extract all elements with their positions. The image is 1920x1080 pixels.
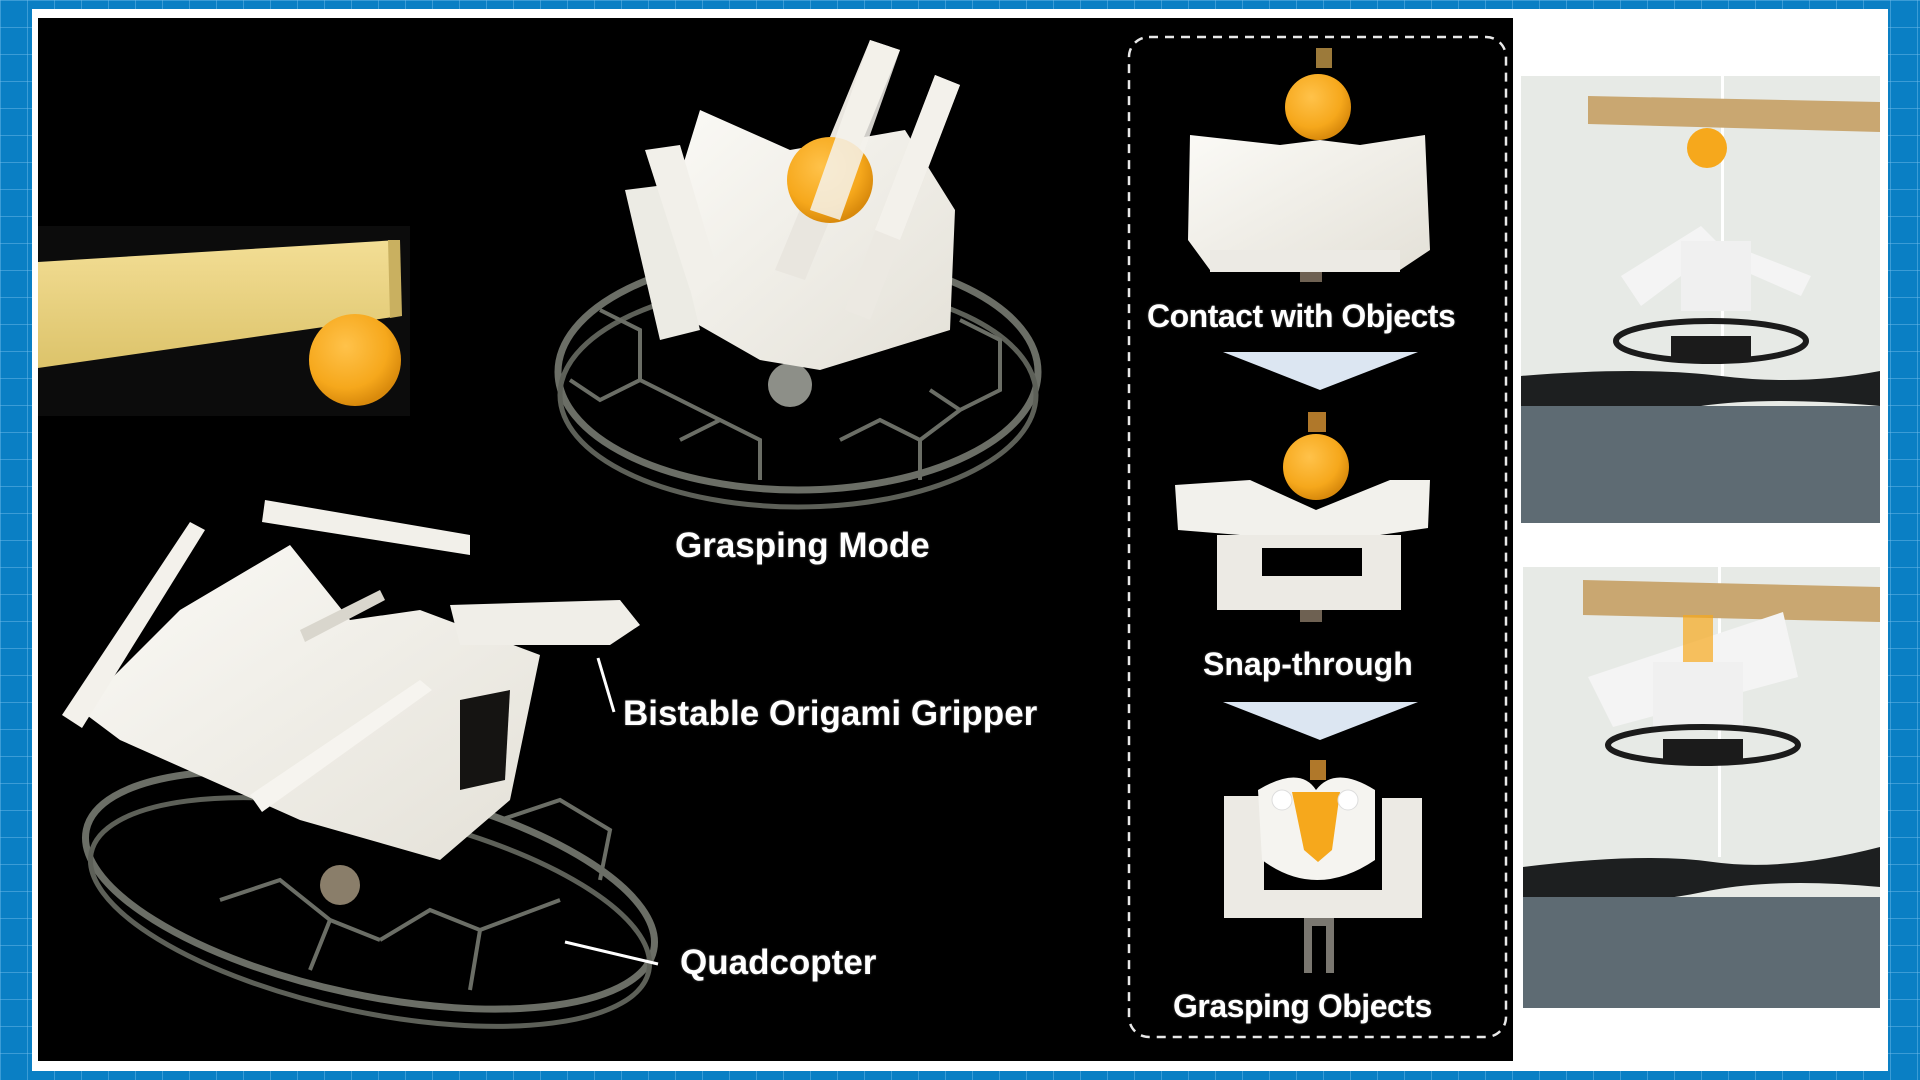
stage-label-grasping: Grasping Objects: [1173, 988, 1432, 1024]
illustration-layer: [38, 35, 1508, 1039]
photo-grasp-illustration: [1523, 567, 1880, 1008]
grasping-mode-label: Grasping Mode: [675, 526, 930, 565]
main-drone: [62, 500, 659, 1029]
down-arrow-icon: [1223, 352, 1418, 390]
stage-contact-illustration: [1188, 48, 1430, 282]
stage-snap-illustration: [1175, 412, 1430, 622]
grasping-mode-drone: [554, 40, 1042, 510]
quadcopter-callout-line: [564, 940, 659, 966]
quadcopter-label: Quadcopter: [680, 943, 877, 982]
photo-approach: [1521, 76, 1880, 523]
gripper-label: Bistable Origami Gripper: [623, 694, 1038, 733]
gripper-callout-line: [596, 657, 616, 713]
main-figure-panel: Grasping Mode Bistable Origami Gripper Q…: [38, 18, 1513, 1061]
stage-grasping-illustration: [1224, 760, 1422, 973]
sequence-dashed-box: [1127, 35, 1508, 1039]
photo-approach-illustration: [1521, 76, 1880, 523]
down-arrow-icon: [1223, 702, 1418, 740]
photo-grasp: [1523, 567, 1880, 1008]
stick-ball-inset: [38, 226, 410, 416]
stage-label-snap: Snap-through: [1203, 646, 1413, 682]
stage-label-contact: Contact with Objects: [1147, 298, 1456, 334]
